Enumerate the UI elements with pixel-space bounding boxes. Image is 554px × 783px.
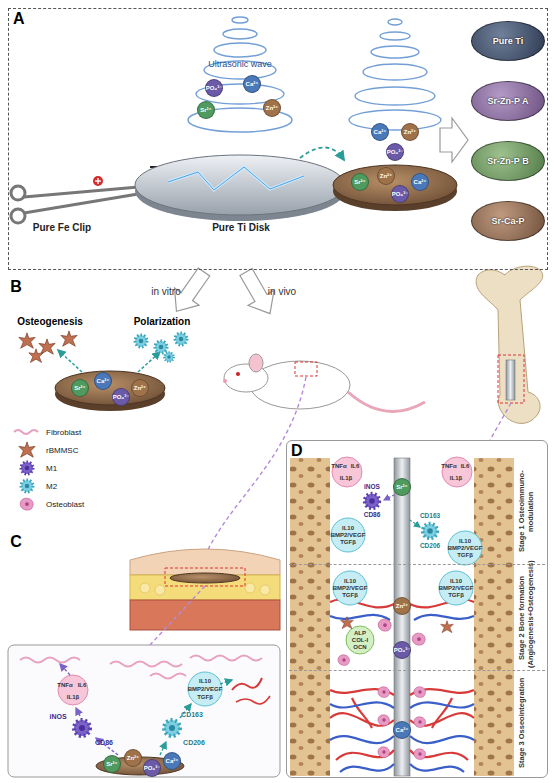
marker-label: IL1β — [450, 475, 462, 481]
sample-disk: Sr-Zn-P A — [471, 81, 545, 121]
annotation-text: iNOS — [364, 484, 380, 491]
stage-band: Stage 2 Bone formation (Angiogenesis+Ost… — [289, 565, 545, 671]
legend-text: M1 — [46, 464, 57, 473]
annotation-text: in vivo — [268, 287, 296, 297]
sample-label: Pure Ti — [493, 36, 523, 46]
marker-label: IL10 — [199, 678, 211, 684]
ion-marker: Zn²⁺ — [131, 379, 149, 397]
marker-label: BMP2/VEGF — [448, 545, 483, 551]
marker-label: IL6 — [351, 463, 360, 469]
ion-marker: Zn²⁺ — [377, 167, 395, 185]
sample-disk: Sr-Zn-P B — [471, 141, 545, 181]
marker-label: BMP2/VEGF — [439, 585, 474, 591]
ion-marker: Ca²⁺ — [163, 752, 181, 770]
ion-marker: PO₄³⁻ — [391, 185, 409, 203]
ion-marker: PO₄³⁻ — [205, 79, 223, 97]
ion-marker: Sr²⁺ — [71, 379, 89, 397]
substrate-disk: Pure Ti Disk — [136, 154, 346, 218]
ion-marker: Ca²⁺ — [393, 721, 411, 739]
ion-marker: Sr²⁺ — [351, 173, 369, 191]
marker-label: OCN — [353, 644, 366, 650]
sample-disk: Pure Ti — [471, 21, 545, 61]
disk-label: Pure Ti Disk — [136, 222, 346, 233]
legend-text: Osteoblast — [46, 500, 84, 509]
annotation-text: Pure Fe Clip — [33, 223, 91, 233]
marker-label: IL10 — [459, 538, 471, 544]
annotation-text: Osteogenesis — [17, 317, 83, 327]
annotation-text: CD206 — [183, 739, 205, 746]
annotation-text: in vitro — [151, 287, 180, 297]
annotation-text: CD86 — [364, 512, 381, 519]
legend-text: rBMMSC — [46, 446, 78, 455]
marker-label: ALP — [354, 630, 366, 636]
marker-label: IL10 — [342, 525, 354, 531]
stage-label: Stage 3 Osseointegration — [517, 673, 545, 773]
marker-label: BMP2/VEGF — [331, 532, 366, 538]
marker-label: TGFβ — [448, 592, 464, 598]
panel-letter: D — [291, 442, 303, 460]
ion-marker: Ca²⁺ — [371, 123, 389, 141]
ion-marker: Zn²⁺ — [401, 123, 419, 141]
marker-label: BMP2/VEGF — [333, 585, 368, 591]
ion-marker: Ca²⁺ — [94, 372, 112, 390]
ion-marker: PO₄³⁻ — [143, 759, 161, 777]
annotation-text: iNOS — [49, 713, 66, 720]
annotation-text: Polarization — [134, 317, 191, 327]
stage-band: Stage 1 Osteoimmuno-modulation — [289, 459, 545, 565]
ion-marker: Zn²⁺ — [393, 597, 411, 615]
marker-label: IL1β — [67, 694, 79, 700]
ion-marker: Zn²⁺ — [124, 749, 142, 767]
ion-marker: PO₄³⁻ — [112, 388, 130, 406]
legend-text: Fibroblast — [46, 428, 81, 437]
marker-label: TGFβ — [197, 694, 213, 700]
marker-label: IL6 — [461, 463, 470, 469]
sample-label: Sr-Zn-P B — [487, 156, 528, 166]
marker-label: TGFβ — [342, 592, 358, 598]
annotation-text: CD206 — [420, 543, 440, 550]
sample-label: Sr-Ca-P — [491, 216, 524, 226]
ion-marker: PO₄³⁻ — [386, 143, 404, 161]
ion-marker: Sr²⁺ — [103, 755, 121, 773]
stage-label: Stage 2 Bone formation (Angiogenesis+Ost… — [517, 567, 545, 668]
ion-marker: Ca²⁺ — [411, 173, 429, 191]
marker-label: TNFα — [57, 682, 72, 688]
stage-band: Stage 3 Osseointegration — [289, 671, 545, 775]
ion-marker: Zn²⁺ — [263, 99, 281, 117]
panel-letter: C — [10, 534, 22, 550]
marker-label: TGFβ — [457, 552, 473, 558]
marker-label: BMP2/VEGF — [188, 686, 223, 692]
panel-letter: B — [10, 279, 22, 295]
stage-label: Stage 1 Osteoimmuno-modulation — [517, 461, 545, 562]
marker-label: IL6 — [78, 682, 87, 688]
marker-label: IL1β — [340, 475, 352, 481]
ion-marker: Sr²⁺ — [393, 478, 411, 496]
annotation-text: CD163 — [420, 513, 440, 520]
marker-label: TNFα — [331, 463, 346, 469]
ion-marker: PO₄³⁻ — [393, 641, 411, 659]
annotation-text: CD163 — [181, 711, 203, 718]
marker-label: IL10 — [450, 578, 462, 584]
annotation-text: CD86 — [95, 739, 113, 746]
sample-disk: Sr-Ca-P — [471, 201, 545, 241]
sample-label: Sr-Zn-P A — [487, 96, 528, 106]
marker-label: IL10 — [344, 578, 356, 584]
ion-marker: Sr²⁺ — [197, 101, 215, 119]
marker-label: TNFα — [441, 463, 456, 469]
annotation-text: Ultrasonic wave — [208, 60, 272, 69]
ion-marker: Ca²⁺ — [243, 75, 261, 93]
panel-letter: A — [13, 10, 25, 28]
marker-label: TGFβ — [340, 539, 356, 545]
marker-label: COL-I — [352, 637, 368, 643]
legend-text: M2 — [46, 482, 57, 491]
panel-box: D Stage 1 Osteoimmuno-modulationStage 2 B… — [286, 440, 548, 778]
